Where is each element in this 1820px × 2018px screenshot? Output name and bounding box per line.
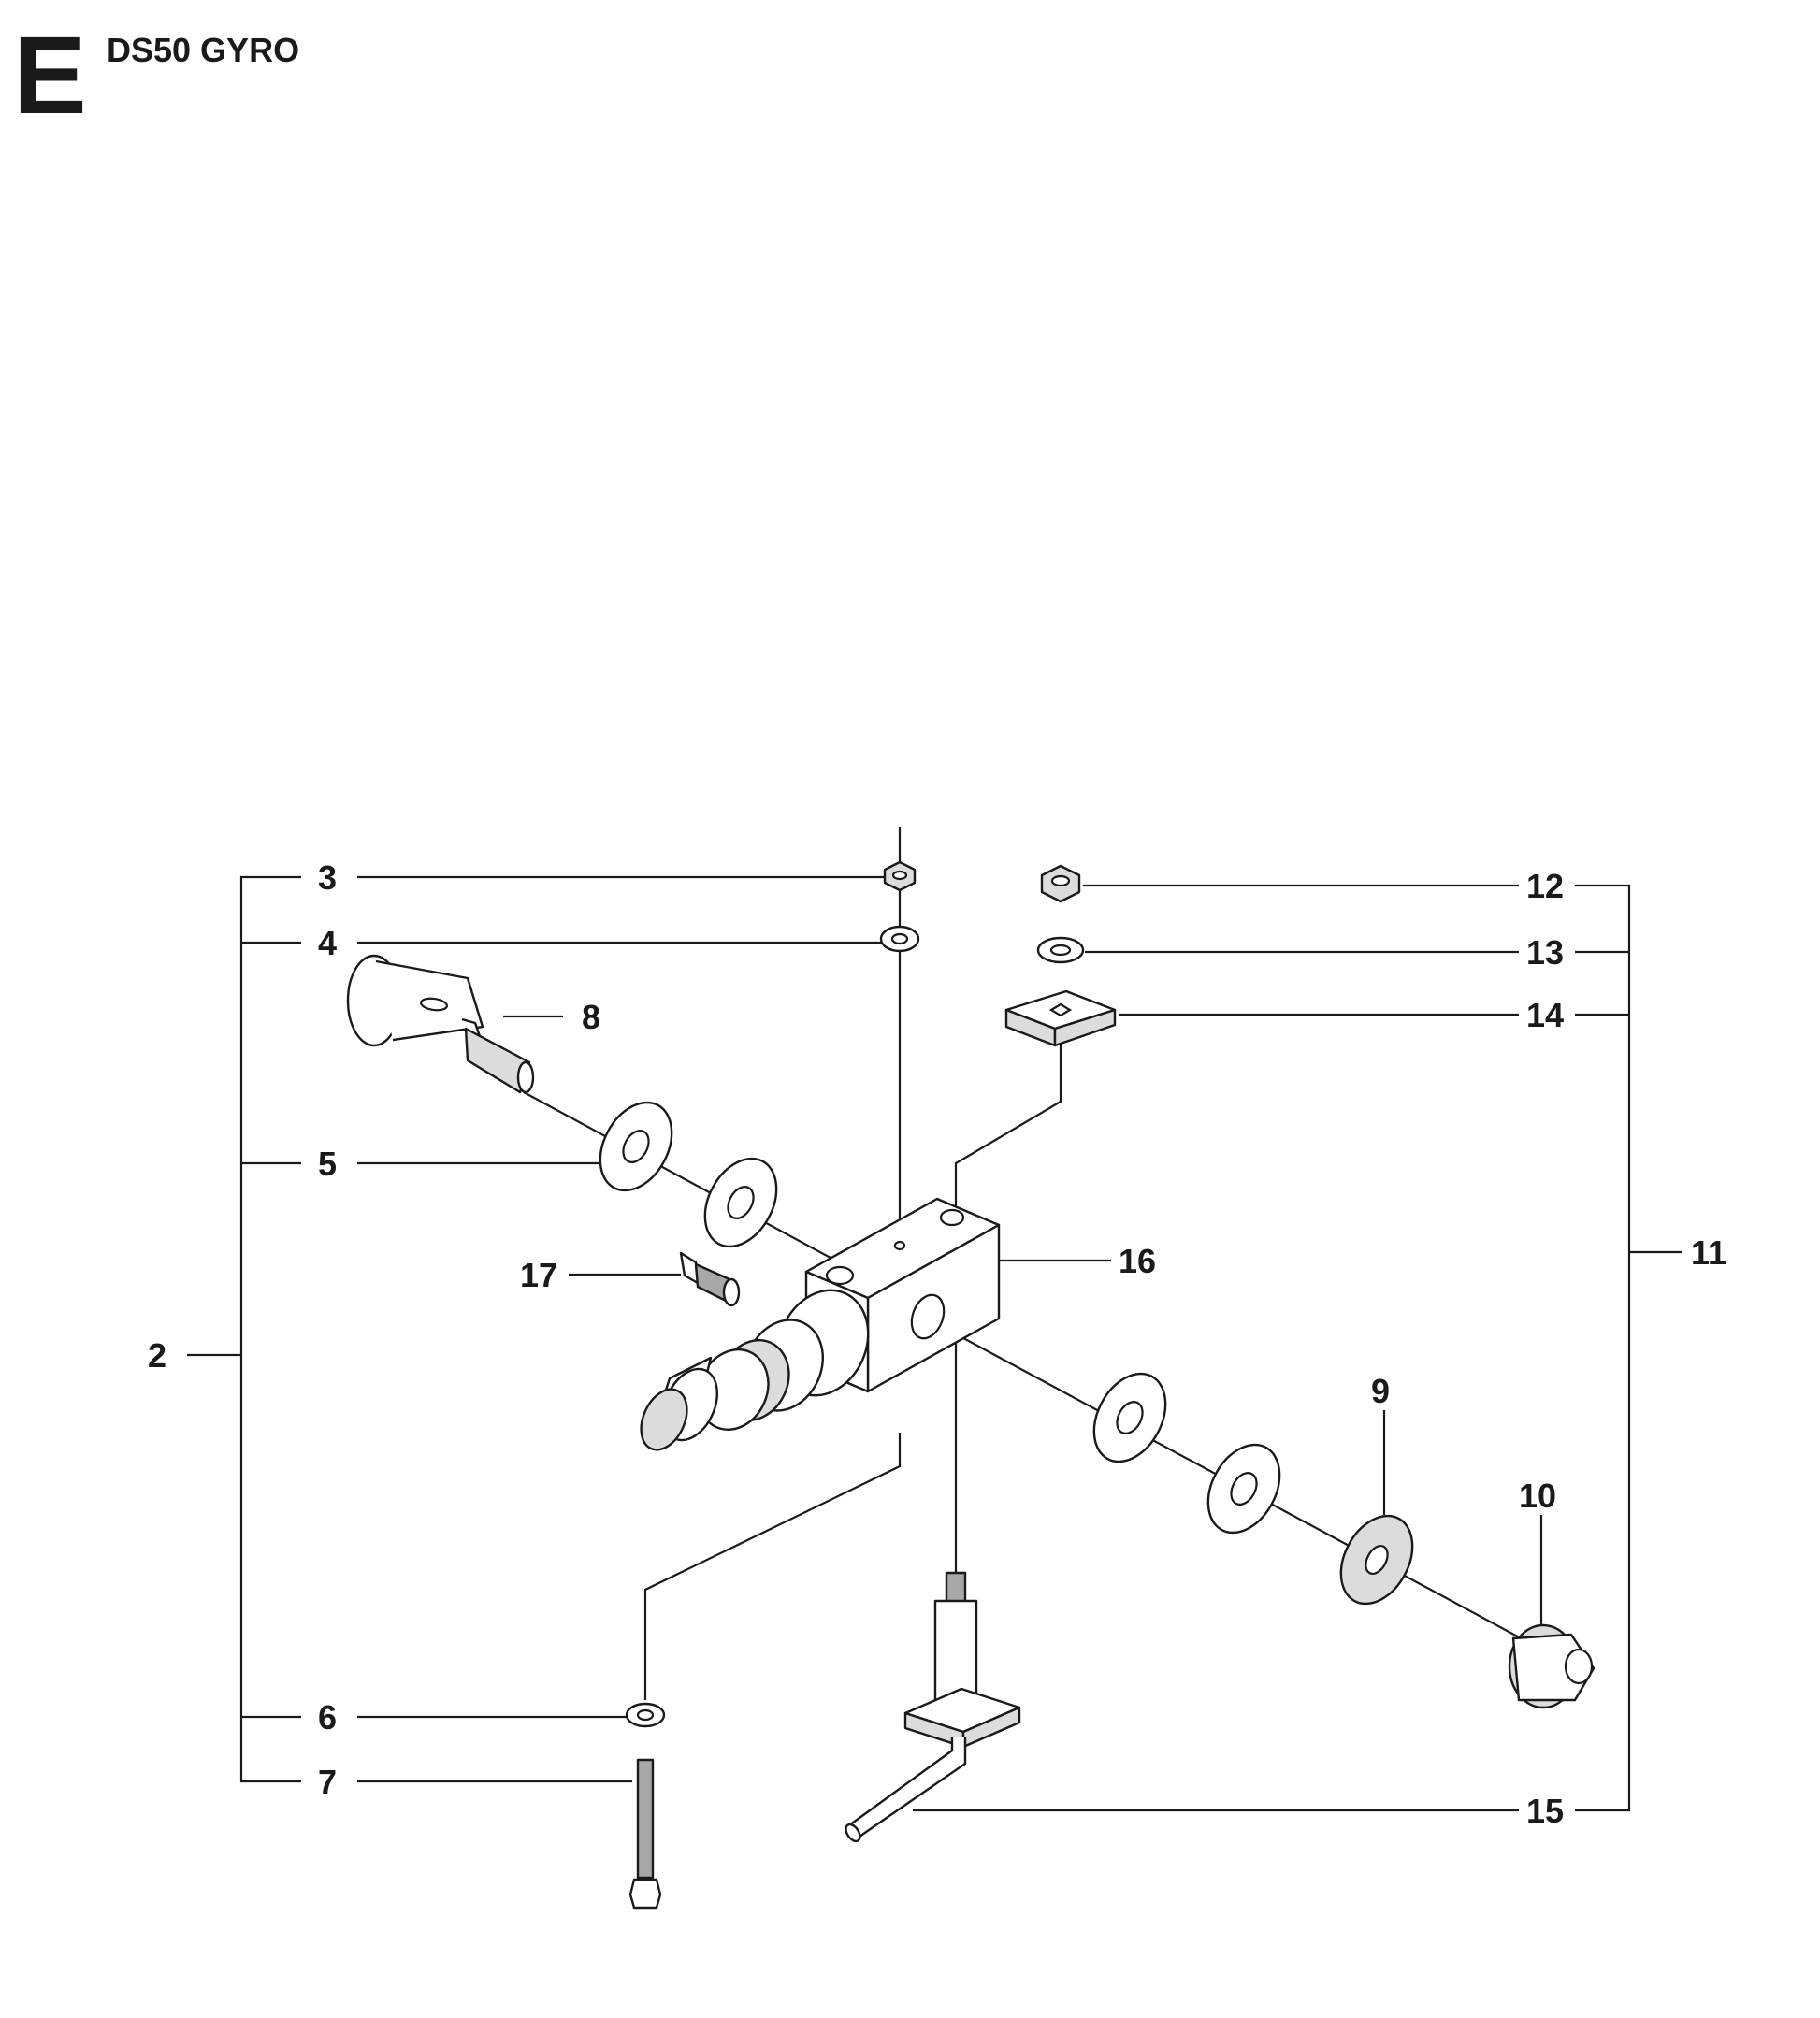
callout-4: 4 <box>318 924 337 962</box>
page-title: DS50 GYRO <box>107 31 300 69</box>
part-9-washer-a <box>1092 1372 1167 1463</box>
group-bracket-2 <box>187 875 301 1783</box>
callout-7: 7 <box>318 1763 337 1801</box>
callout-15: 15 <box>1526 1792 1564 1830</box>
callout-12: 12 <box>1526 867 1564 905</box>
section-letter: E <box>13 14 87 137</box>
part-5-washer-a <box>599 1101 673 1192</box>
part-6-washer <box>625 1702 666 1728</box>
callout-labels: 2 3 4 5 6 7 8 9 10 11 12 13 14 15 16 17 <box>148 858 1726 1830</box>
callout-16: 16 <box>1119 1242 1156 1280</box>
part-15-hex-key-stud <box>845 1571 1021 1843</box>
callout-13: 13 <box>1526 933 1564 972</box>
part-4-washer <box>879 925 920 953</box>
callout-9: 9 <box>1371 1372 1390 1410</box>
callout-14: 14 <box>1526 996 1564 1034</box>
part-12-nut <box>1040 864 1081 903</box>
part-17-grease-nipple <box>679 1251 741 1307</box>
part-3-nut <box>883 860 917 892</box>
part-7-bolt <box>628 1758 662 1910</box>
group-bracket-11 <box>1575 884 1682 1812</box>
part-5-washer-b <box>703 1157 778 1248</box>
callout-17: 17 <box>520 1256 557 1294</box>
part-13-washer <box>1036 936 1085 964</box>
part-9-washer-c <box>1339 1514 1414 1606</box>
part-8-pivot-bolt <box>346 954 535 1094</box>
callout-11: 11 <box>1691 1233 1726 1272</box>
part-10-nut <box>1508 1623 1596 1709</box>
callout-3: 3 <box>318 858 337 897</box>
callout-8: 8 <box>582 998 600 1036</box>
callout-5: 5 <box>318 1145 337 1183</box>
callout-6: 6 <box>318 1698 337 1737</box>
callout-2: 2 <box>148 1336 166 1375</box>
part-16-gyro-housing <box>640 1197 1001 1451</box>
callout-10: 10 <box>1519 1477 1556 1515</box>
part-9-washer-b <box>1206 1443 1281 1535</box>
part-14-plate <box>1004 989 1117 1047</box>
